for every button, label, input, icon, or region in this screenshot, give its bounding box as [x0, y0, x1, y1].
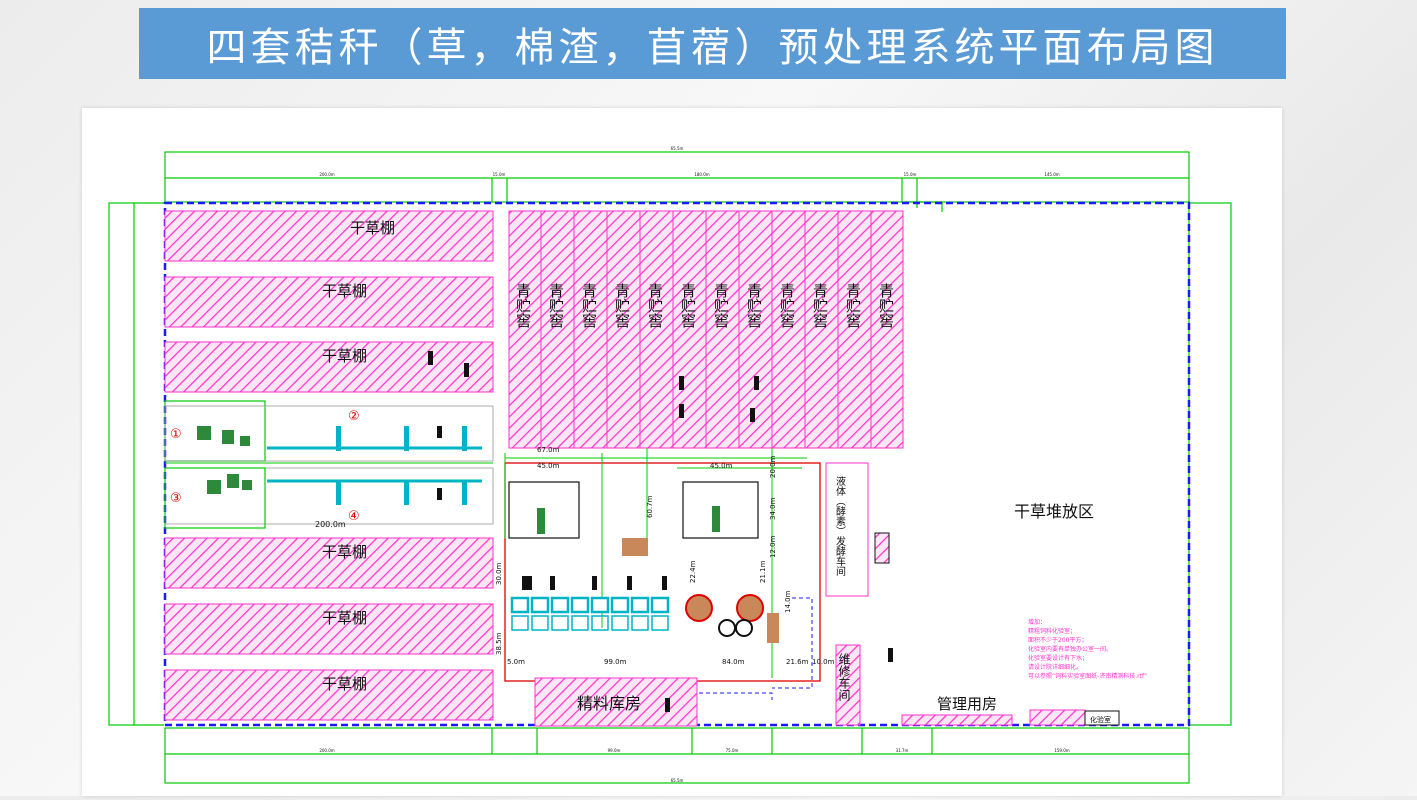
svg-text:④: ④ — [348, 509, 360, 524]
svg-text:青贮窖: 青贮窖 — [811, 283, 829, 328]
svg-text:干草棚: 干草棚 — [350, 219, 395, 237]
svg-text:65.5m: 65.5m — [671, 146, 684, 151]
svg-text:60.7m: 60.7m — [646, 495, 654, 518]
svg-text:30.0m: 30.0m — [495, 562, 503, 585]
svg-text:液体（酵素）发酵车间: 液体（酵素）发酵车间 — [834, 475, 846, 577]
svg-text:青贮窖: 青贮窖 — [877, 283, 895, 328]
hay-shed-1 — [164, 210, 494, 262]
processing-lines: ① ② ③ ④ 200.0m — [164, 400, 494, 529]
repair-workshop: 维修车间 — [835, 644, 893, 726]
svg-text:干草棚: 干草棚 — [322, 543, 367, 561]
svg-text:45.0m: 45.0m — [537, 462, 560, 470]
management-building: 管理用房 化验室 — [901, 695, 1120, 726]
hay-sheds: 干草棚 干草棚 干草棚 干草棚 干草棚 干草棚 — [164, 210, 494, 721]
svg-text:99.0m: 99.0m — [608, 748, 621, 753]
svg-text:干草棚: 干草棚 — [322, 282, 367, 300]
concentrate-store: 精料库房 — [534, 677, 698, 727]
processing-building: 67.0m 45.0m 45.0m 99.0m 84.0m 5.0m 21.6m… — [495, 446, 835, 700]
svg-text:维修车间: 维修车间 — [837, 653, 851, 701]
svg-text:200.0m: 200.0m — [319, 172, 334, 177]
svg-text:可以参照“饲料实验室图纸-济南精测科技.rtf”: 可以参照“饲料实验室图纸-济南精测科技.rtf” — [1028, 672, 1147, 680]
svg-text:干草棚: 干草棚 — [322, 675, 367, 693]
svg-text:21.1m: 21.1m — [759, 560, 767, 583]
dimension-ticks: 65.5m 200.0m 15.0m 180.0m 15.0m 145.0m 6… — [319, 146, 1069, 783]
svg-text:159.0m: 159.0m — [1054, 748, 1069, 753]
svg-text:34.0m: 34.0m — [769, 497, 777, 520]
svg-text:67.0m: 67.0m — [537, 446, 560, 454]
svg-text:①: ① — [170, 427, 182, 442]
svg-text:180.0m: 180.0m — [694, 172, 709, 177]
svg-text:65.5m: 65.5m — [671, 778, 684, 783]
svg-text:145.0m: 145.0m — [1044, 172, 1059, 177]
svg-text:15.0m: 15.0m — [493, 172, 506, 177]
svg-text:化验室: 化验室 — [1090, 715, 1111, 724]
svg-text:干草堆放区: 干草堆放区 — [1014, 502, 1094, 521]
svg-text:15.0m: 15.0m — [904, 172, 917, 177]
svg-text:干草棚: 干草棚 — [322, 609, 367, 627]
svg-text:青贮窖: 青贮窖 — [844, 283, 862, 328]
svg-text:面积不少于200平方；: 面积不少于200平方； — [1028, 636, 1087, 644]
svg-text:化验室内要有单独办公室一间。: 化验室内要有单独办公室一间。 — [1028, 645, 1112, 653]
slide-title: 四套秸秆（草，棉渣，苜蓿）预处理系统平面布局图 — [139, 8, 1286, 79]
svg-text:精粗饲料化验室；: 精粗饲料化验室； — [1028, 627, 1076, 635]
svg-text:青贮窖: 青贮窖 — [613, 283, 631, 328]
hay-shed-6 — [164, 669, 494, 721]
hay-shed-2 — [164, 276, 494, 328]
svg-text:12.0m: 12.0m — [769, 535, 777, 558]
svg-text:管理用房: 管理用房 — [937, 695, 997, 713]
svg-text:青贮窖: 青贮窖 — [745, 283, 763, 328]
svg-text:5.0m: 5.0m — [507, 658, 525, 666]
svg-text:精料库房: 精料库房 — [577, 694, 641, 713]
hay-shed-5 — [164, 603, 494, 655]
silage-pits: 青贮窖 青贮窖 青贮窖 青贮窖 青贮窖 青贮窖 青贮窖 青贮窖 青贮窖 青贮窖 … — [428, 210, 904, 449]
svg-text:200.0m: 200.0m — [315, 520, 346, 529]
svg-text:22.4m: 22.4m — [689, 560, 697, 583]
svg-text:请设计院详细细化。: 请设计院详细细化。 — [1028, 663, 1082, 671]
svg-text:青贮窖: 青贮窖 — [580, 283, 598, 328]
fermentation-building: 液体（酵素）发酵车间 — [825, 462, 890, 597]
design-notes: 增加： 精粗饲料化验室； 面积不少于200平方； 化验室内要有单独办公室一间。 … — [1028, 618, 1147, 680]
svg-text:青贮窖: 青贮窖 — [547, 283, 565, 328]
svg-text:38.5m: 38.5m — [495, 632, 503, 655]
svg-text:75.0m: 75.0m — [726, 748, 739, 753]
svg-text:青贮窖: 青贮窖 — [778, 283, 796, 328]
floor-plan: 65.5m 200.0m 15.0m 180.0m 15.0m 145.0m 6… — [82, 108, 1282, 796]
svg-text:20.0m: 20.0m — [769, 455, 777, 478]
svg-text:84.0m: 84.0m — [722, 658, 745, 666]
svg-text:化验室要设计有下水；: 化验室要设计有下水； — [1028, 654, 1088, 662]
hay-shed-4 — [164, 537, 494, 589]
svg-text:99.0m: 99.0m — [604, 658, 627, 666]
svg-text:10.0m: 10.0m — [812, 658, 835, 666]
svg-text:③: ③ — [170, 491, 182, 506]
svg-text:31.7m: 31.7m — [896, 748, 909, 753]
svg-text:青贮窖: 青贮窖 — [712, 283, 730, 328]
hay-storage-area: 干草堆放区 — [1014, 502, 1094, 521]
svg-text:②: ② — [348, 409, 360, 424]
svg-text:45.0m: 45.0m — [710, 462, 733, 470]
svg-text:21.6m: 21.6m — [786, 658, 809, 666]
svg-text:14.0m: 14.0m — [784, 590, 792, 613]
svg-text:增加：: 增加： — [1028, 618, 1046, 626]
svg-text:青贮窖: 青贮窖 — [646, 283, 664, 328]
svg-text:青贮窖: 青贮窖 — [514, 283, 532, 328]
svg-text:干草棚: 干草棚 — [322, 347, 367, 365]
svg-text:青贮窖: 青贮窖 — [679, 283, 697, 328]
svg-text:200.0m: 200.0m — [319, 748, 334, 753]
hay-shed-3 — [164, 341, 494, 393]
